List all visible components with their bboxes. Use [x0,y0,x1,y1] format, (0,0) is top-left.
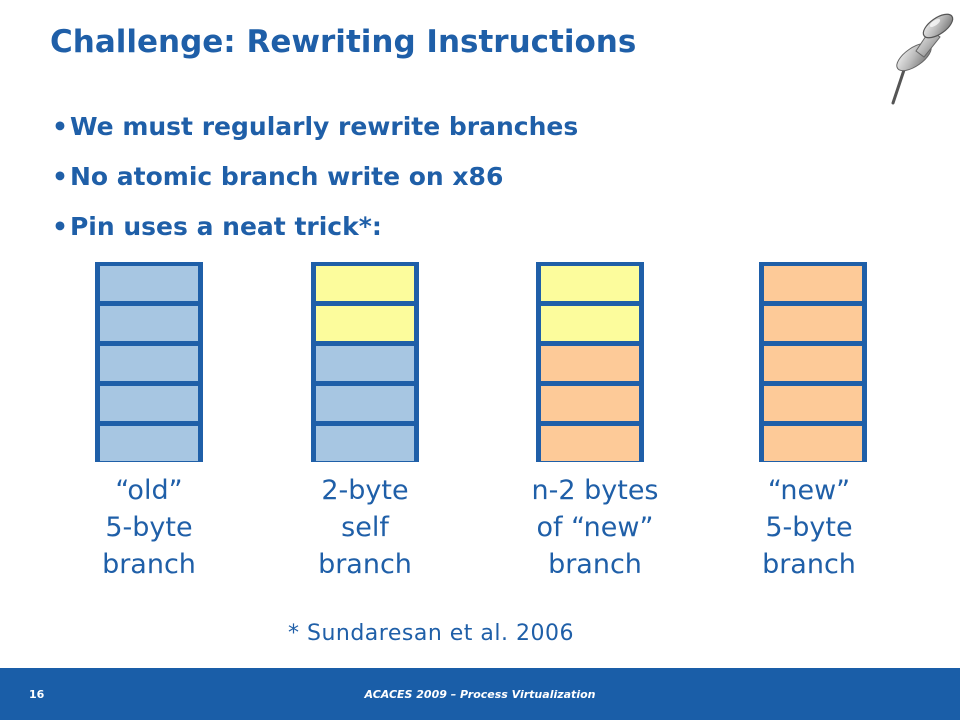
byte-cell [764,266,862,301]
byte-cell [100,346,198,381]
byte-cell [541,346,639,381]
label-line: 5-byte [105,512,193,543]
bullet-glyph: • [52,212,68,241]
bullet-glyph: • [52,162,68,191]
byte-cell [100,386,198,421]
byte-stack-partial-new-branch [536,262,644,462]
bullet-item: •We must regularly rewrite branches [52,104,578,154]
label-line: branch [102,549,196,580]
stack-label-self-branch: 2-byte self branch [275,472,455,583]
byte-stack-new-branch [759,262,867,462]
label-line: 2-byte [321,475,409,506]
byte-cell [541,266,639,301]
label-line: branch [762,549,856,580]
footer-text: ACACES 2009 – Process Virtualization [364,688,596,701]
byte-cell [541,426,639,461]
byte-cell [316,426,414,461]
byte-cell [316,346,414,381]
label-line: 5-byte [765,512,853,543]
byte-cell [316,266,414,301]
label-line: branch [318,549,412,580]
byte-cell [100,426,198,461]
byte-cell [100,266,198,301]
byte-cell [764,386,862,421]
byte-stack-old-branch [95,262,203,462]
label-line: “old” [115,475,183,506]
page-number: 16 [29,688,45,701]
label-line: branch [548,549,642,580]
bullet-text: We must regularly rewrite branches [69,112,579,141]
byte-cell [316,386,414,421]
stack-label-partial-new-branch: n-2 bytes of “new” branch [505,472,685,583]
byte-cell [316,306,414,341]
byte-cell [100,306,198,341]
bullet-text: No atomic branch write on x86 [69,162,504,191]
label-line: self [341,512,389,543]
byte-cell [764,426,862,461]
byte-cell [541,306,639,341]
label-line: “new” [767,475,851,506]
bullet-list: •We must regularly rewrite branches •No … [52,104,578,254]
stack-label-new-branch: “new” 5-byte branch [719,472,899,583]
bullet-glyph: • [52,112,68,141]
label-line: n-2 bytes [531,475,659,506]
footer-bar: 16 ACACES 2009 – Process Virtualization [0,668,960,720]
pushpin-icon [891,13,954,105]
byte-cell [541,386,639,421]
slide-title: Challenge: Rewriting Instructions [50,24,637,60]
label-line: of “new” [536,512,654,543]
byte-cell [764,306,862,341]
bullet-item: •No atomic branch write on x86 [52,154,578,204]
footnote: * Sundaresan et al. 2006 [288,621,574,646]
bullet-item: •Pin uses a neat trick*: [52,204,578,254]
byte-cell [764,346,862,381]
byte-stack-self-branch [311,262,419,462]
stack-label-old-branch: “old” 5-byte branch [59,472,239,583]
bullet-text: Pin uses a neat trick*: [69,212,382,241]
